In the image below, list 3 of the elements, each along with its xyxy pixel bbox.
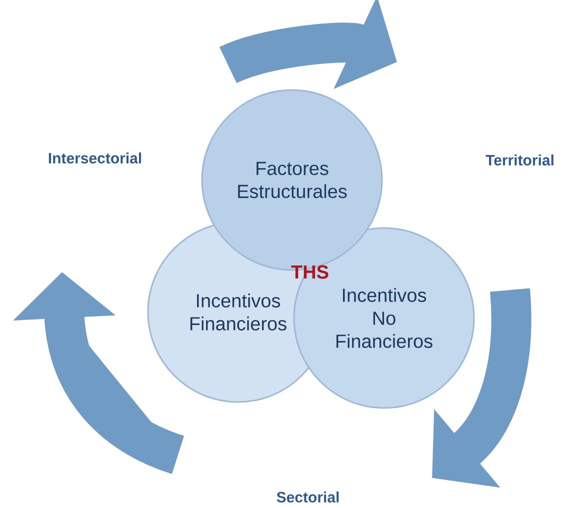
label-text: Sectorial	[276, 491, 339, 502]
label-text: Territorial	[486, 154, 554, 166]
label-text: Intersectorial	[48, 152, 142, 164]
